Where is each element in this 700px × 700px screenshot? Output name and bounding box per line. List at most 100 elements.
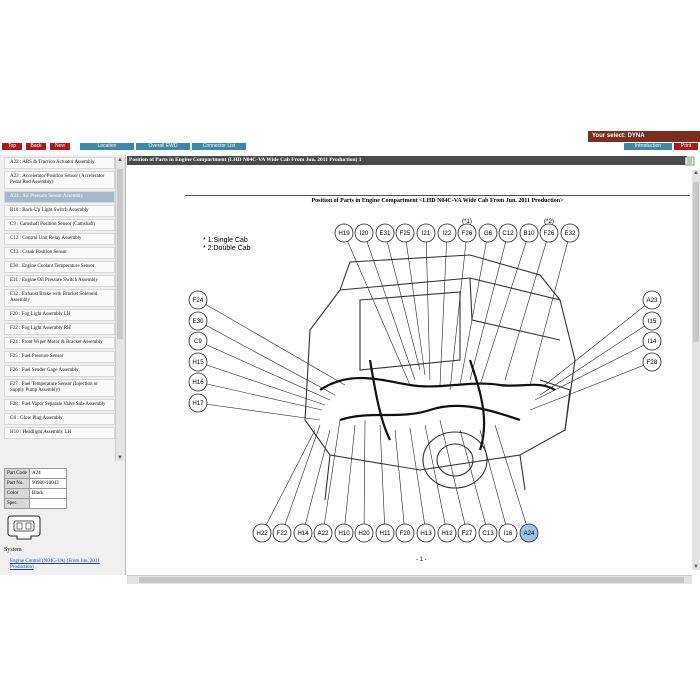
- document-horizontal-scrollbar[interactable]: [127, 575, 692, 584]
- connector-callout-h16[interactable]: H16: [188, 372, 208, 392]
- table-value: 90980-10043: [29, 478, 67, 489]
- connector-callout-f28[interactable]: F28: [642, 352, 662, 372]
- system-label: System: [4, 547, 22, 553]
- table-key: Part No.: [4, 478, 30, 489]
- connector-callout-f24[interactable]: F24: [188, 290, 208, 310]
- connector-callout-h22[interactable]: H22: [252, 523, 272, 543]
- connector-callout-h20[interactable]: H20: [354, 523, 374, 543]
- connector-callout-i14[interactable]: I14: [642, 331, 662, 351]
- connector-callout-g6[interactable]: G6: [478, 223, 498, 243]
- connector-callout-e31[interactable]: E31: [375, 223, 395, 243]
- connector-callout-i16[interactable]: I16: [498, 523, 518, 543]
- list-item[interactable]: C12 : Control Unit Relay Assembly: [4, 233, 115, 245]
- system-link[interactable]: Engine Control (N04C-VA) (From Jun. 2011…: [10, 559, 100, 570]
- connector-callout-b10[interactable]: B10: [519, 223, 539, 243]
- scroll-up-icon[interactable]: ▲: [117, 157, 123, 163]
- leader-line: [302, 429, 331, 534]
- connector-callout-e32[interactable]: E32: [560, 223, 580, 243]
- new-button[interactable]: New: [50, 143, 70, 150]
- connector-label: I22: [443, 230, 452, 237]
- list-item[interactable]: F25 : Fuel Pressure Sensor: [4, 351, 115, 363]
- connector-callout-c9[interactable]: C9: [188, 331, 208, 351]
- connector-label: B10: [523, 230, 535, 237]
- connector-callout-a22[interactable]: A22: [313, 523, 333, 543]
- connector-callout-h11[interactable]: H11: [375, 523, 395, 543]
- leader-line: [539, 320, 653, 396]
- scroll-up-icon[interactable]: ▲: [693, 170, 699, 176]
- list-item[interactable]: F24 : Front Wiper Motor & Bracket Assemb…: [4, 337, 115, 349]
- list-item[interactable]: C9 : Camshaft Position Sensor (Camshaft): [4, 219, 115, 231]
- connector-callout-f27[interactable]: F27: [457, 523, 477, 543]
- list-item[interactable]: A22 : ABS & Traction Actuator Assembly: [4, 157, 115, 169]
- note-mark-single-cab: (*1): [462, 218, 472, 225]
- connector-callout-i22[interactable]: I22: [437, 223, 457, 243]
- leader-line: [379, 424, 386, 534]
- connector-callout-c12[interactable]: C12: [498, 223, 518, 243]
- connector-label: F24: [193, 297, 204, 304]
- list-item[interactable]: H10 : Headlight Assembly LH: [4, 427, 115, 439]
- scrollbar-thumb[interactable]: [139, 577, 684, 583]
- connector-callout-f20[interactable]: F20: [395, 523, 415, 543]
- leader-line: [529, 232, 571, 386]
- document-icon[interactable]: [684, 156, 696, 166]
- connector-callout-h12[interactable]: H12: [437, 523, 457, 543]
- connector-callout-h15[interactable]: H15: [188, 352, 208, 372]
- connector-callout-f26[interactable]: F26: [539, 223, 559, 243]
- connector-callout-h14[interactable]: H14: [293, 523, 313, 543]
- list-item[interactable]: F20 : Fog Light Assembly LH: [4, 309, 115, 321]
- list-item[interactable]: A23 : Accelerator Position Sensor (Accel…: [4, 171, 115, 189]
- list-item[interactable]: E32 : Exhaust Brake with Bracket Solenoi…: [4, 289, 115, 307]
- connector-callout-c13[interactable]: C13: [478, 523, 498, 543]
- connector-label: A22: [317, 530, 329, 537]
- leader-line: [384, 232, 421, 371]
- scroll-down-icon[interactable]: ▼: [693, 564, 699, 570]
- connector-label: H10: [338, 530, 350, 537]
- list-scrollbar[interactable]: ▲ ▼: [115, 157, 125, 461]
- connector-label: H20: [358, 530, 370, 537]
- print-button[interactable]: Print: [674, 143, 698, 150]
- connector-label: C9: [194, 338, 202, 345]
- connector-callout-i15[interactable]: I15: [642, 311, 662, 331]
- document-vertical-scrollbar[interactable]: ▲ ▼: [692, 170, 700, 570]
- list-item[interactable]: E30 : Engine Coolant Temperature Sensor: [4, 261, 115, 273]
- connector-callout-a24[interactable]: A24: [519, 523, 539, 543]
- leader-line: [409, 427, 427, 534]
- list-item[interactable]: E31 : Engine Oil Pressure Switch Assembl…: [4, 275, 115, 287]
- connector-callout-f26[interactable]: F26: [457, 223, 477, 243]
- connector-callout-a23[interactable]: A23: [642, 290, 662, 310]
- overall-ewd-tab[interactable]: Overall EWD: [136, 143, 190, 150]
- list-item[interactable]: F26 : Fuel Sender Gage Assembly: [4, 365, 115, 377]
- note-mark-double-cab: (*2): [544, 218, 554, 225]
- scrollbar-thumb[interactable]: [117, 169, 123, 339]
- scrollbar-thumb[interactable]: [693, 182, 699, 342]
- scroll-down-icon[interactable]: ▼: [117, 455, 123, 461]
- connector-callout-f22[interactable]: F22: [272, 523, 292, 543]
- list-item[interactable]: F27 : Fuel Temperature Sensor (Injection…: [4, 379, 115, 397]
- top-button[interactable]: Top: [2, 143, 22, 150]
- table-value: Black: [29, 488, 67, 499]
- list-item[interactable]: B10 : Back-Up Light Switch Assembly: [4, 205, 115, 217]
- list-item[interactable]: F28 : Fuel Vapor Separate Valve Sub-Asse…: [4, 399, 115, 411]
- back-button[interactable]: Back: [26, 143, 46, 150]
- connector-callout-h10[interactable]: H10: [334, 523, 354, 543]
- leader-line: [425, 232, 431, 381]
- connector-callout-h19[interactable]: H19: [334, 223, 354, 243]
- introduction-button[interactable]: Introduction: [624, 143, 672, 150]
- list-item[interactable]: C13 : Crank Position Sensor: [4, 247, 115, 259]
- list-item[interactable]: F22 : Fog Light Assembly RH: [4, 323, 115, 335]
- connector-label: H11: [380, 530, 391, 537]
- connector-callout-i21[interactable]: I21: [416, 223, 436, 243]
- leader-line: [197, 299, 346, 386]
- connector-list-tab[interactable]: Connector List: [192, 143, 246, 150]
- connector-callout-i20[interactable]: I20: [354, 223, 374, 243]
- connector-callout-e30[interactable]: E30: [188, 311, 208, 331]
- connector-callout-h13[interactable]: H13: [416, 523, 436, 543]
- connector-callout-f25[interactable]: F25: [395, 223, 415, 243]
- location-tab[interactable]: Location: [80, 143, 134, 150]
- list-item[interactable]: A24 : Air Pressure Sensor Assembly: [4, 191, 115, 203]
- list-item[interactable]: G6 : Glow Plug Assembly: [4, 413, 115, 425]
- leader-line: [494, 424, 530, 534]
- connector-callout-h17[interactable]: H17: [188, 393, 208, 413]
- leader-line: [281, 424, 321, 534]
- leader-line: [363, 419, 366, 534]
